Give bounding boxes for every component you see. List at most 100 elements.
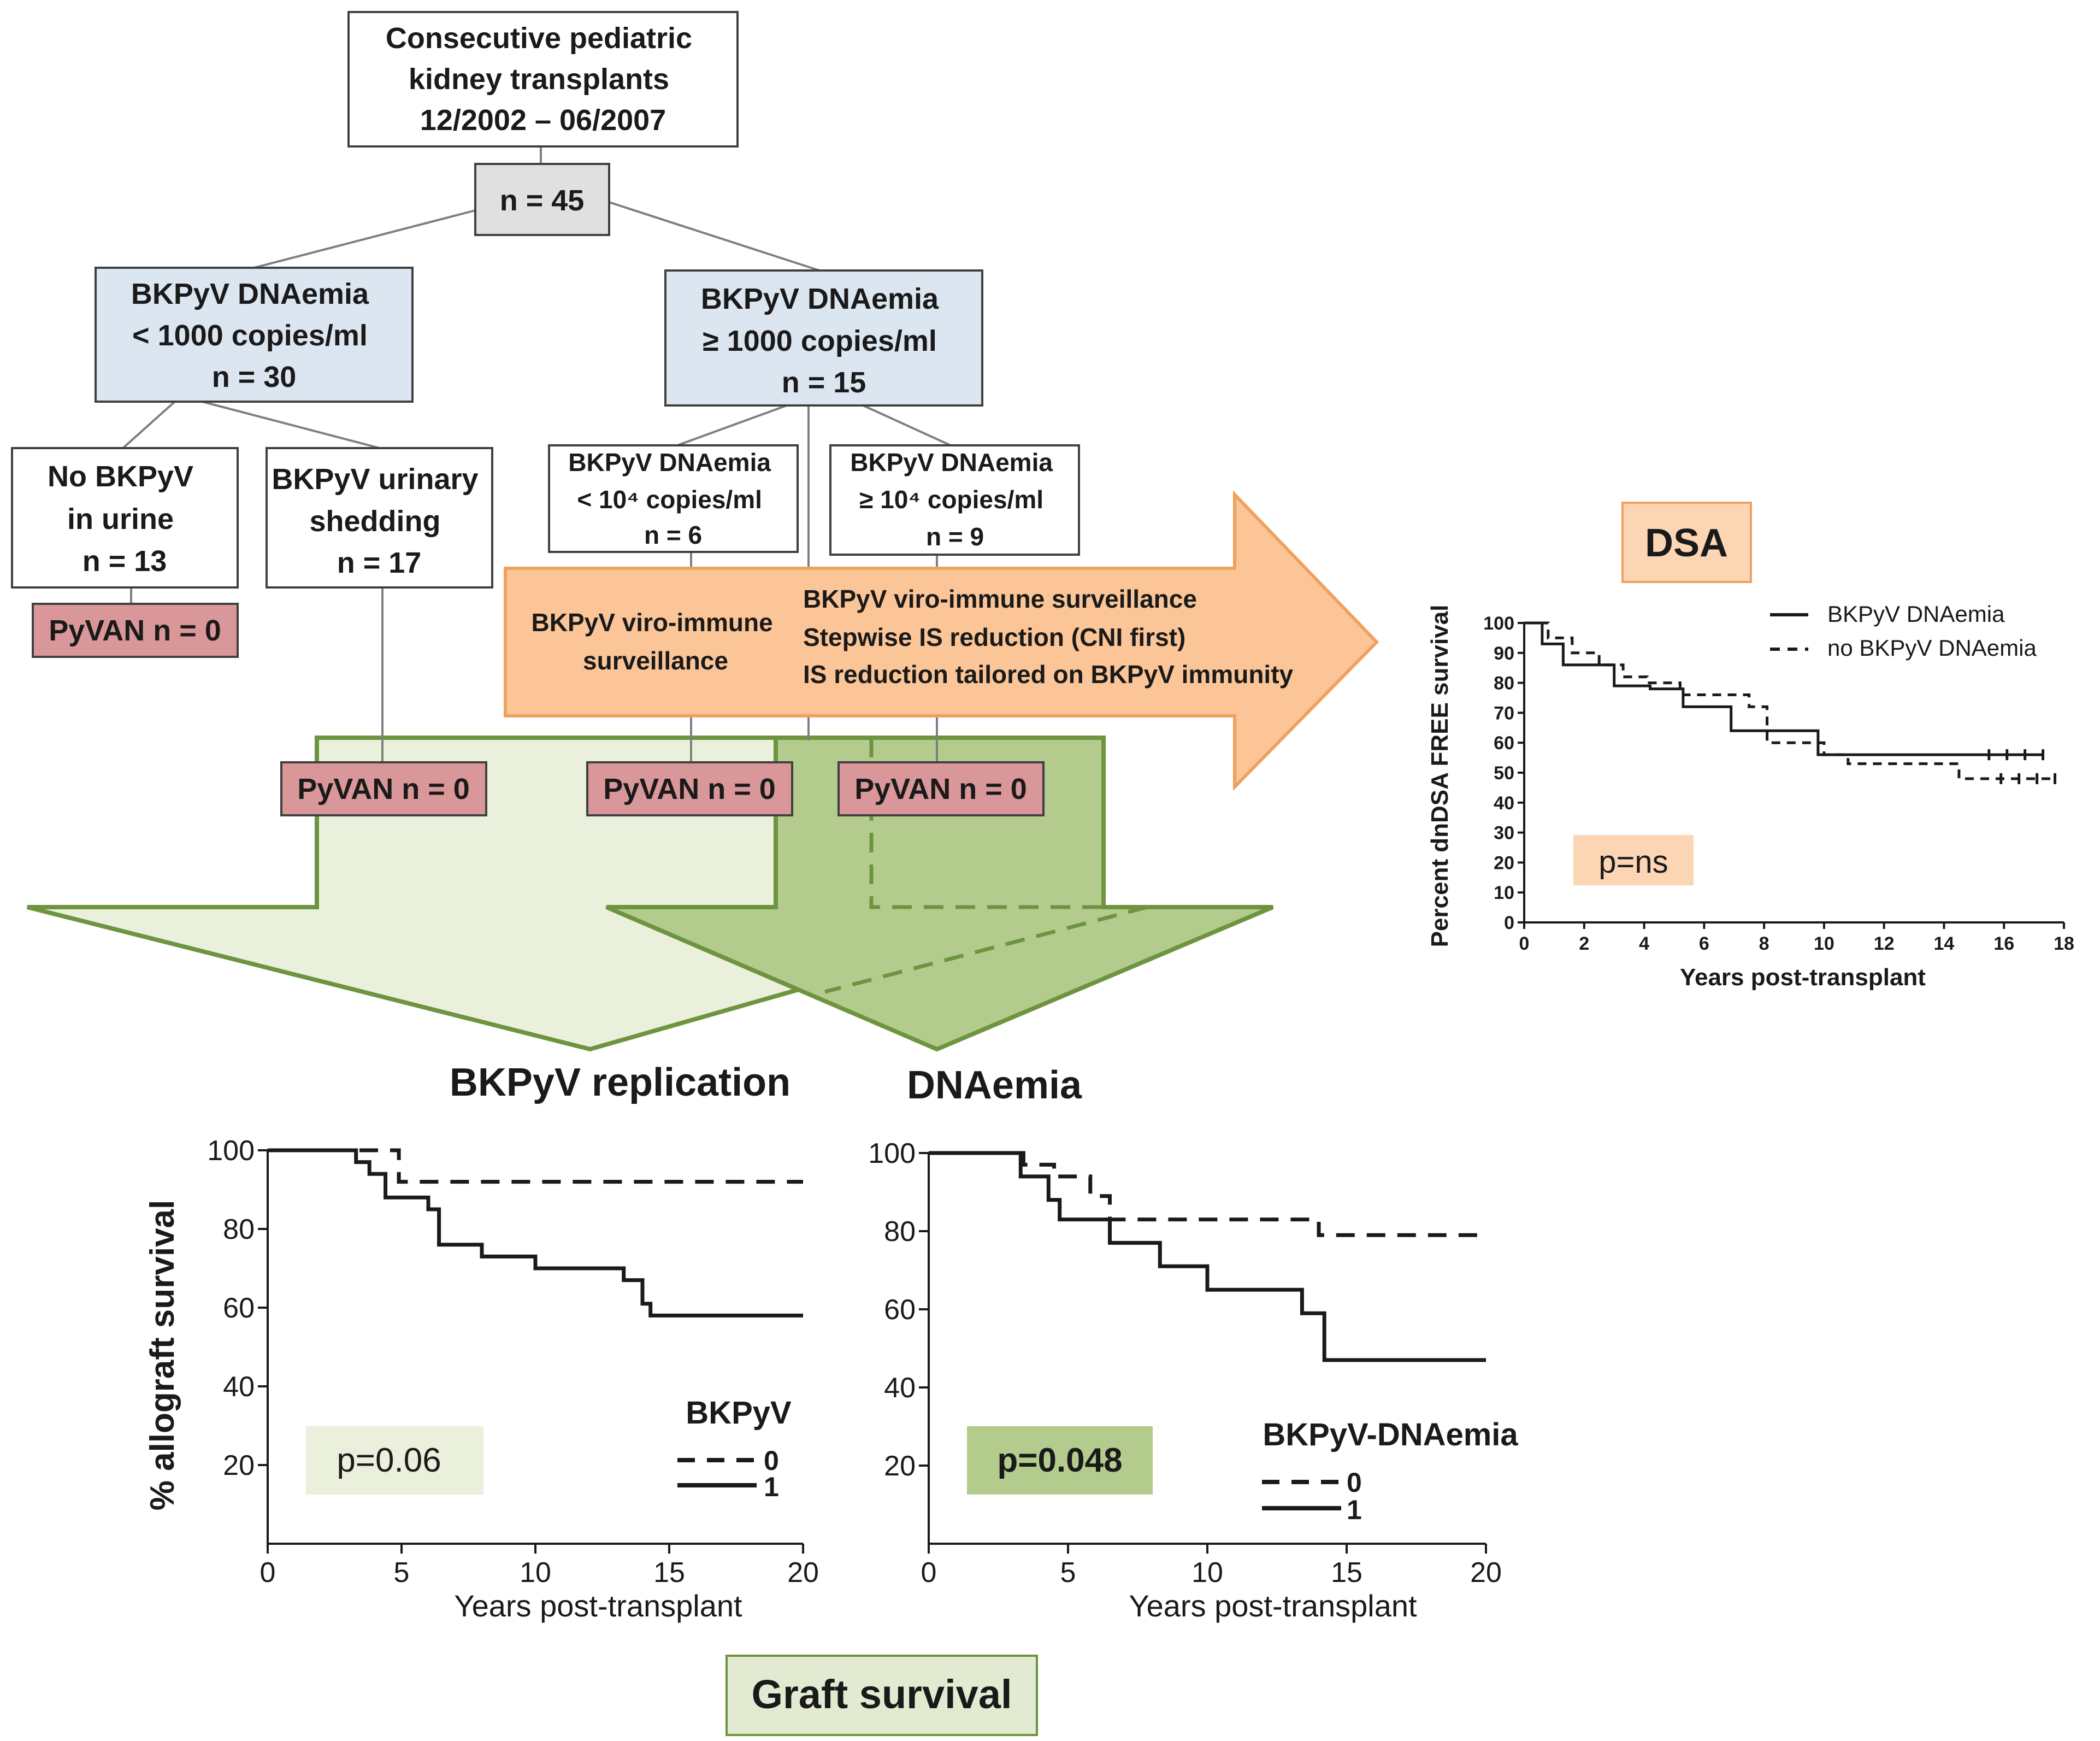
dnaemia-legend-1: 1	[1347, 1495, 1362, 1525]
urinary-line-1: BKPyV urinary	[272, 463, 478, 496]
replication-legend-0: 0	[764, 1445, 779, 1476]
dnaemia-pvalue-bg	[967, 1426, 1153, 1495]
dsa-legend-1: BKPyV DNAemia	[1827, 601, 2005, 627]
orange-strategy-arrow	[504, 490, 1379, 791]
pyvan-label-1: PyVAN n = 0	[49, 614, 221, 647]
total-label: n = 45	[500, 184, 585, 217]
low-dnaemia-box: BKPyV DNAemia < 1000 copies/ml n = 30	[95, 267, 414, 403]
arrow-right-line-3: IS reduction tailored on BKPyV immunity	[803, 660, 1294, 689]
dsa-xlabel: Years post-transplant	[1680, 964, 1926, 991]
no-urine-line-1: No BKPyV	[48, 460, 193, 493]
dsa-series-0-line	[1524, 621, 2043, 756]
dsa-y-tick-label: 100	[1483, 613, 1514, 634]
dsa-x-tick-label: 18	[2054, 933, 2074, 954]
dnaemia-label: DNAemia	[907, 1063, 1082, 1107]
urinary-line-3: n = 17	[337, 546, 422, 579]
dsa-y-tick-label: 80	[1494, 673, 1514, 694]
replication-y-tick-label: 80	[223, 1214, 255, 1245]
root-line-2: kidney transplants	[409, 63, 669, 96]
dnaemia-y-tick-label: 60	[884, 1294, 916, 1326]
pyvan-box-2: PyVAN n = 0	[280, 761, 487, 816]
replication-xlabel: Years post-transplant	[454, 1589, 742, 1623]
dsa-y-tick-label: 20	[1494, 852, 1514, 873]
replication-y-tick-label: 100	[207, 1135, 255, 1167]
dsa-label: DSA	[1645, 521, 1728, 565]
replication-series-0-line	[268, 1148, 803, 1184]
graft-survival-box: Graft survival	[725, 1655, 1038, 1736]
dsa-x-tick-label: 8	[1759, 933, 1769, 954]
urinary-shedding-box: BKPyV urinary shedding n = 17	[266, 447, 493, 589]
replication-y-tick-label: 40	[223, 1371, 255, 1403]
svg-text:BKPyV urinary shedding: BKPyV urinary shedding n = 17	[272, 463, 486, 579]
replication-x-tick-label: 0	[260, 1557, 276, 1589]
dashed-inner-outline	[869, 738, 1142, 909]
svg-text:No BKPyV in urine: No BKPyV in urine n = 13	[48, 460, 202, 578]
dsa-x-tick-label: 10	[1814, 933, 1834, 954]
replication-ylabel: % allograft survival	[144, 1200, 181, 1511]
pyvan-box-4: PyVAN n = 0	[837, 761, 1045, 816]
svg-text:Consecutive pediatric k: Consecutive pediatric kidney transplants…	[386, 22, 700, 137]
pyvan-label-2: PyVAN n = 0	[297, 773, 470, 805]
replication-pvalue-bg	[306, 1426, 483, 1495]
pyvan-label-3: PyVAN n = 0	[603, 773, 776, 805]
sub-low-line-3: n = 6	[644, 521, 702, 549]
dsa-y-tick-label: 30	[1494, 823, 1514, 844]
svg-text:BKPyV DNAemia ≥ 10⁴ copi: BKPyV DNAemia ≥ 10⁴ copies/ml n = 9	[850, 448, 1059, 551]
dsa-x-tick-label: 4	[1639, 933, 1649, 954]
high-line-1: BKPyV DNAemia	[701, 283, 939, 315]
dsa-ylabel: Percent dnDSA FREE survival	[1426, 605, 1453, 948]
dnaemia-x-tick-label: 0	[921, 1557, 937, 1589]
dsa-y-tick-label: 70	[1494, 703, 1514, 724]
graft-survival-label: Graft survival	[751, 1672, 1012, 1717]
dsa-series-1-line	[1524, 621, 2055, 780]
dsa-pvalue-bg	[1573, 835, 1694, 885]
sub-low-line-1: BKPyV DNAemia	[568, 448, 771, 477]
arrow-right-line-1: BKPyV viro-immune surveillance	[803, 585, 1197, 613]
svg-text:BKPyV DNAemia < 10⁴ copi: BKPyV DNAemia < 10⁴ copies/ml n = 6	[568, 448, 777, 549]
dsa-legend-2: no BKPyV DNAemia	[1827, 635, 2037, 661]
replication-legend-1: 1	[764, 1472, 779, 1502]
dnaemia-x-tick-label: 20	[1470, 1557, 1502, 1589]
dnaemia-y-tick-label: 100	[868, 1138, 916, 1169]
root-line-1: Consecutive pediatric	[386, 22, 692, 55]
replication-pvalue: p=0.06	[337, 1442, 441, 1479]
dsa-pvalue: p=ns	[1598, 844, 1668, 880]
arrow-left-text: BKPyV viro-immune surveillance	[532, 608, 780, 675]
dashed-inner-diagonal	[824, 905, 1148, 994]
high-line-3: n = 15	[782, 366, 866, 399]
dsa-legend: BKPyV DNAemia no BKPyV DNAemia	[1770, 601, 2037, 661]
dnaemia-pvalue: p=0.048	[997, 1442, 1122, 1479]
dsa-y-tick-label: 0	[1504, 913, 1514, 933]
replication-series-group	[268, 1148, 803, 1317]
sub-high-box: BKPyV DNAemia ≥ 10⁴ copies/ml n = 9	[829, 444, 1080, 556]
low-line-1: BKPyV DNAemia	[131, 278, 369, 310]
dsa-y-tick-label: 90	[1494, 643, 1514, 664]
sub-low-line-2: < 10⁴ copies/ml	[577, 485, 762, 514]
replication-legend-title: BKPyV	[686, 1395, 792, 1431]
arrow-left-line-2: surveillance	[583, 646, 728, 675]
low-line-2: < 1000 copies/ml	[132, 319, 368, 352]
replication-x-tick-label: 15	[653, 1557, 685, 1589]
arrow-right-line-2: Stepwise IS reduction (CNI first)	[803, 623, 1185, 651]
dsa-x-tick-label: 14	[1934, 933, 1955, 954]
dnaemia-legend: BKPyV-DNAemia 0 1	[1262, 1417, 1518, 1525]
dnaemia-series-1-line	[929, 1151, 1486, 1362]
dsa-y-tick-label: 60	[1494, 733, 1514, 754]
dsa-y-tick-label: 10	[1494, 883, 1514, 903]
high-dnaemia-box: BKPyV DNAemia ≥ 1000 copies/ml n = 15	[664, 269, 983, 407]
pyvan-label-4: PyVAN n = 0	[854, 773, 1027, 805]
replication-x-tick-label: 10	[520, 1557, 551, 1589]
dsa-x-tick-label: 16	[1993, 933, 2014, 954]
no-urine-line-3: n = 13	[82, 545, 167, 578]
dnaemia-y-tick-label: 80	[884, 1216, 916, 1248]
pyvan-box-3: PyVAN n = 0	[586, 761, 793, 816]
svg-text:BKPyV DNAemia ≥ 1000 cop: BKPyV DNAemia ≥ 1000 copies/ml n = 15	[701, 283, 947, 399]
replication-x-tick-label: 20	[787, 1557, 819, 1589]
sub-high-line-3: n = 9	[926, 522, 984, 551]
